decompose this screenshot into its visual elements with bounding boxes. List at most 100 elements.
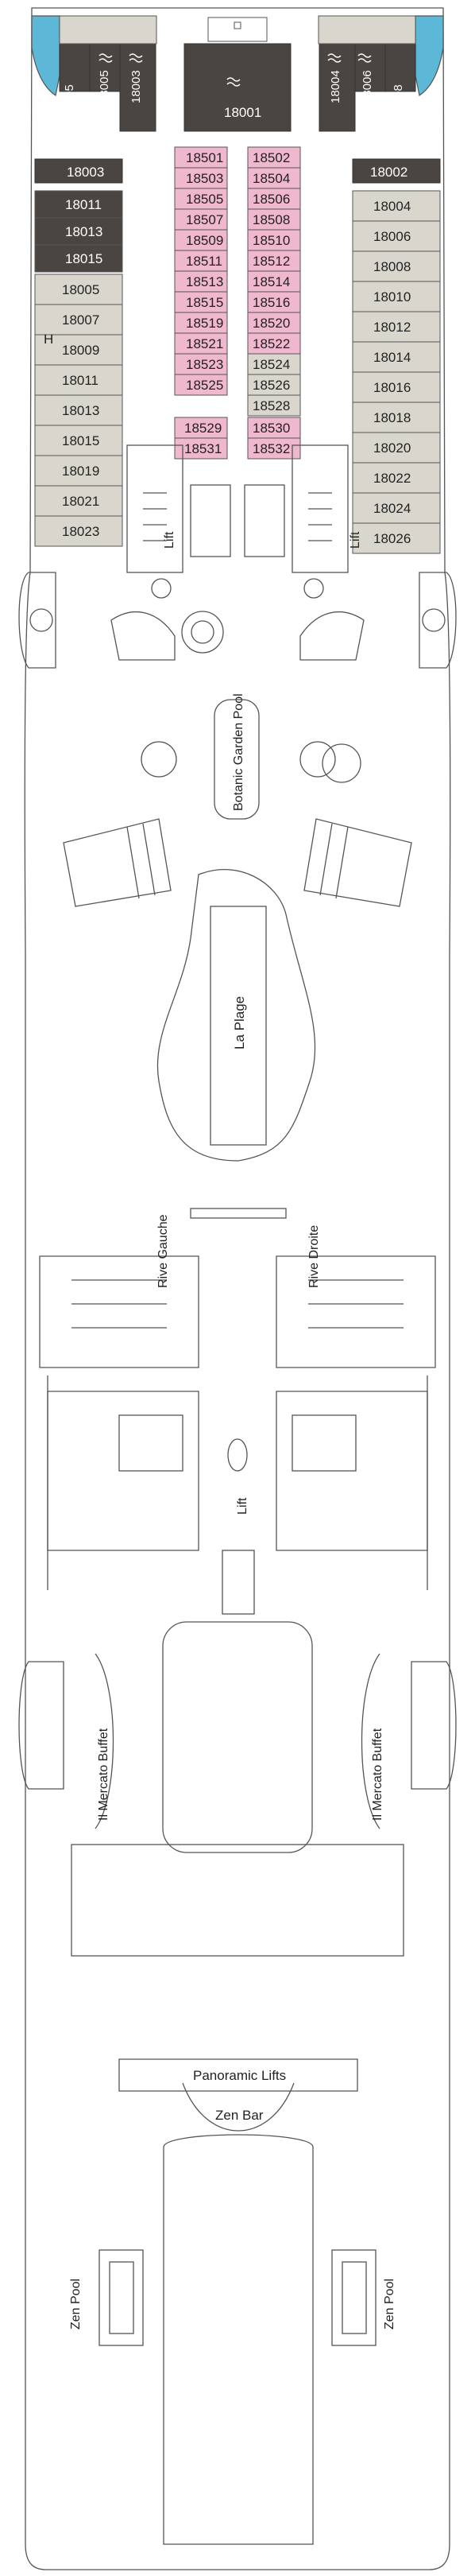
cabin-18516	[247, 291, 301, 313]
cabin-18528	[247, 394, 301, 417]
left-cabin-column: 1801118013180151800518007180091801118013…	[34, 190, 123, 547]
top-room-center-dot	[234, 21, 241, 29]
suite-label: 18006	[361, 70, 374, 103]
cabin-label: 18511	[186, 254, 222, 269]
cabin-label: 18019	[62, 464, 99, 479]
cabin-label: 18514	[253, 274, 290, 289]
cabin-label: 18011	[62, 373, 98, 388]
la-plage-deck	[210, 906, 267, 1146]
cabin-18502	[247, 146, 301, 169]
stair-lift-area	[126, 444, 349, 599]
center-lift-core	[47, 1375, 428, 1615]
cabin-18003	[34, 158, 123, 184]
cabin-18503	[174, 167, 228, 189]
cabin-label: 18013	[62, 403, 99, 418]
top-room-right	[318, 15, 416, 45]
venue-il-mercato-right: Il Mercato Buffet	[371, 1728, 384, 1821]
cabin-18507	[174, 208, 228, 231]
lift-label-left: Lift	[163, 531, 176, 549]
cabin-label: 18520	[253, 316, 290, 331]
venue-botanic-garden-pool: Botanic Garden Pool	[232, 693, 245, 811]
venue-zen-pool-left: Zen Pool	[69, 2279, 83, 2330]
cabin-label: 18513	[186, 274, 223, 289]
suite-label: 18004	[329, 70, 342, 103]
cabin-label: 18005	[62, 282, 99, 297]
cabin-label: 18007	[62, 312, 99, 328]
cabin-label: 18006	[373, 229, 411, 244]
cabin-label: 18516	[253, 295, 290, 310]
cabin-label: 18526	[253, 378, 290, 393]
cabin-label: 18523	[186, 357, 223, 372]
side-balcony-shapes	[18, 572, 457, 669]
cabin-label: 18011	[65, 197, 102, 212]
cabin-label: 18003	[67, 165, 104, 180]
cabin-label: 18502	[253, 150, 290, 165]
cabin-18519	[174, 312, 228, 334]
cabin-label: 18530	[253, 421, 290, 436]
cabin-18006	[352, 220, 441, 252]
cabin-label: 18512	[253, 254, 290, 269]
cabin-18532	[247, 437, 301, 460]
cabin-18013	[34, 217, 123, 246]
bridge-wing-right	[415, 15, 444, 96]
cabin-label: 18506	[253, 192, 290, 207]
hull-outline	[24, 7, 451, 2570]
venue-lift-center: Lift	[236, 1497, 249, 1515]
cabin-18026	[352, 522, 441, 554]
cabin-label: 18521	[186, 336, 223, 351]
cabin-label: 18510	[253, 233, 290, 248]
rive-restaurants	[39, 1208, 436, 1368]
center-right-cabins: 1850218504185061850818510185121851418516…	[247, 146, 301, 417]
cabin-18014	[352, 341, 441, 373]
cabin-18520	[247, 312, 301, 334]
cabin-label: 18009	[62, 343, 99, 358]
cabin-label: 18021	[62, 494, 99, 509]
suite-label: 18008	[392, 84, 405, 118]
cabin-label: 18503	[186, 171, 223, 186]
sun-deck-loungers	[63, 818, 412, 907]
cabin-18525	[174, 374, 228, 396]
cabin-18526	[247, 374, 301, 396]
cabin-label: 18010	[373, 289, 411, 305]
cabin-18529	[174, 417, 228, 439]
cabin-label: 18020	[373, 440, 411, 456]
venue-panoramic-lifts: Panoramic Lifts	[193, 2068, 286, 2083]
cabin-18008	[352, 250, 441, 282]
cabin-label: 18505	[186, 192, 223, 207]
cabin-label: 18525	[186, 378, 223, 393]
cabin-label: 18528	[253, 398, 290, 413]
buffet-area	[18, 1621, 457, 1957]
cabin-18512	[247, 250, 301, 272]
suite-label: 18003	[129, 70, 143, 103]
suite-label-center: 18001	[224, 105, 261, 120]
cabin-label: 18018	[373, 410, 411, 425]
cabin-18522	[247, 332, 301, 355]
la-plage-pool	[156, 869, 316, 1162]
cabin-18530	[247, 417, 301, 439]
cabin-18515	[174, 291, 228, 313]
cabin-18002	[352, 158, 441, 184]
cabin-label: 18014	[373, 350, 411, 365]
suite-label: 18005	[63, 84, 76, 118]
bridge-wing-left	[31, 15, 60, 96]
cabin-label: 18024	[373, 501, 411, 516]
cabin-18511	[174, 250, 228, 272]
cabin-18018	[352, 402, 441, 433]
cabin-label: 18531	[184, 441, 222, 456]
jacuzzi-icon	[357, 53, 372, 63]
cabin-18019	[34, 455, 123, 487]
cabin-label: 18016	[373, 380, 411, 395]
venue-il-mercato-left: Il Mercato Buffet	[97, 1728, 110, 1821]
venue-zen-bar: Zen Bar	[215, 2108, 264, 2123]
cabin-18504	[247, 167, 301, 189]
cabin-label: 18002	[370, 165, 407, 180]
cabin-label: 18501	[186, 150, 223, 165]
cabin-18015	[34, 425, 123, 456]
jacuzzi-icon	[98, 53, 113, 63]
cabin-label: 18509	[186, 233, 223, 248]
cabin-label: 18504	[253, 171, 290, 186]
cabin-label: 18522	[253, 336, 290, 351]
suite-label: 18005	[98, 70, 111, 103]
cabin-18015	[34, 244, 123, 273]
